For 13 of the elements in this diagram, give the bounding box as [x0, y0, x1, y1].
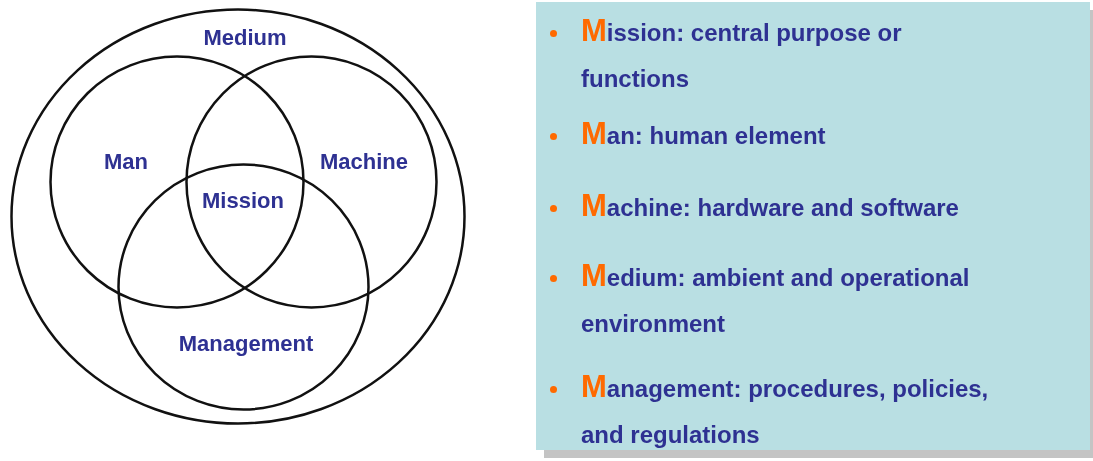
definition-text: Medium: ambient and operational environment: [581, 257, 971, 339]
circle-label: Man: [104, 149, 148, 175]
definition-text: Management: procedures, policies, and regulations: [581, 368, 990, 450]
circle-label: Medium: [203, 25, 287, 51]
definition-text: Mission: central purpose or functions: [581, 12, 903, 94]
venn-circle: [49, 55, 305, 309]
venn-circle: [185, 55, 438, 309]
intersection-label: Mission: [202, 188, 284, 214]
venn-circle: [10, 8, 466, 425]
definition-text: Man: human element: [581, 115, 827, 153]
circle-label: Management: [178, 331, 314, 357]
circle-label: Machine: [320, 149, 408, 175]
definition-text: Machine: hardware and software: [581, 187, 960, 225]
